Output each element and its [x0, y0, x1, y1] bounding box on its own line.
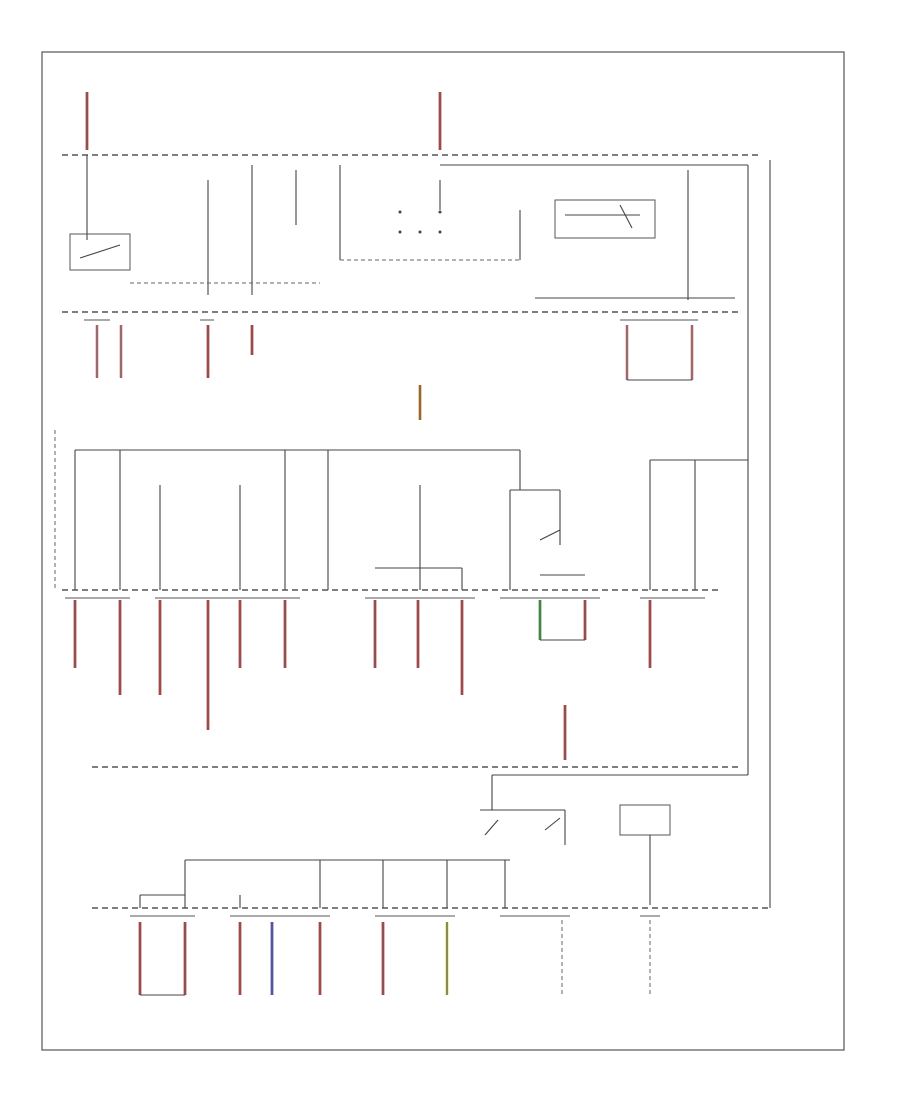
diagram-border	[41, 51, 845, 1051]
bottom-relay	[480, 809, 566, 845]
upper-output-wires	[95, 325, 694, 381]
connector-ticks	[65, 319, 705, 917]
center-control-module	[340, 210, 521, 261]
bottom-module-box	[619, 804, 671, 836]
middle-fuse-drops	[74, 450, 696, 590]
bottom-fuse-drops	[139, 860, 506, 908]
top-fuse-drops	[86, 155, 689, 300]
middle-relay	[509, 489, 585, 590]
middle-output-wires	[73, 600, 652, 760]
bottom-output-wires	[138, 920, 651, 996]
relay-left	[69, 233, 131, 271]
relay-right	[554, 199, 656, 239]
